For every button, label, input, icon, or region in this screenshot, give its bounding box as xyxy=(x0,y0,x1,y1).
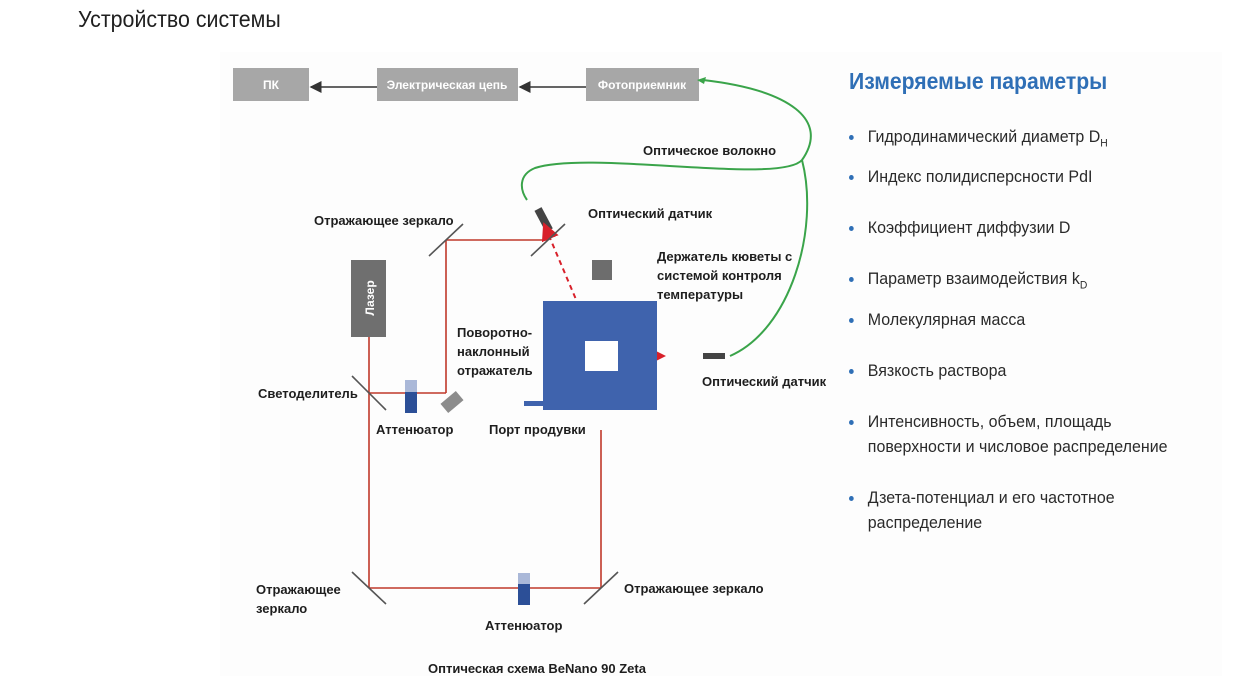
param-item: Гидродинамический диаметр DH xyxy=(849,124,1206,156)
optical-fiber-right xyxy=(729,159,809,357)
param-item: Коэффициент диффузии D xyxy=(849,215,1206,240)
purge-port xyxy=(524,401,544,406)
top-sensor xyxy=(534,207,553,233)
fiber-label: Оптическое волокно xyxy=(643,143,776,158)
right-sensor xyxy=(703,353,725,359)
bullet-icon xyxy=(849,318,854,323)
mirror-bl-label-1: Отражающее xyxy=(256,582,341,597)
bullet-icon xyxy=(849,420,854,425)
bullet-icon xyxy=(849,226,854,231)
param-item: Индекс полидисперсности PdI xyxy=(849,164,1206,189)
param-item: Параметр взаимодействия kD xyxy=(849,266,1206,298)
laser-beam-paths xyxy=(368,239,602,589)
page-title: Устройство системы xyxy=(78,6,281,32)
bullet-icon xyxy=(849,175,854,180)
param-item: Вязкость раствора xyxy=(849,358,1206,383)
tilt-reflector xyxy=(440,390,464,414)
bullet-icon xyxy=(849,496,854,501)
bullet-icon xyxy=(849,369,854,374)
mirror-top-label: Отражающее зеркало xyxy=(314,213,454,228)
mirrors xyxy=(351,223,619,605)
holder-label-2: системой контроля xyxy=(657,268,782,283)
attenuator-1-label: Аттенюатор xyxy=(376,422,454,437)
tilt-label-2: наклонный xyxy=(457,344,530,359)
mirror-bl-label-2: зеркало xyxy=(256,601,307,616)
param-item: Молекулярная масса xyxy=(849,307,1206,332)
circuit-box xyxy=(377,68,518,101)
holder-top-block xyxy=(592,260,612,280)
circuit-label: Электрическая цепь xyxy=(387,78,508,92)
bullet-icon xyxy=(849,277,854,282)
purge-label: Порт продувки xyxy=(489,422,586,437)
optical-scheme-figure xyxy=(220,52,1222,676)
holder-label-1: Держатель кюветы с xyxy=(657,249,792,264)
laser-box xyxy=(351,260,386,337)
detector-box xyxy=(586,68,699,101)
mirror-br-label: Отражающее зеркало xyxy=(624,581,764,596)
bullet-icon xyxy=(849,135,854,140)
param-item: Интенсивность, объем, площадь поверхност… xyxy=(849,409,1206,459)
sensor-top-label: Оптический датчик xyxy=(588,206,713,221)
splitter-label: Светоделитель xyxy=(258,386,358,401)
param-item: Дзета-потенциал и его частотное распреде… xyxy=(849,485,1206,535)
holder-label-3: температуры xyxy=(657,287,743,302)
sensor-right-label: Оптический датчик xyxy=(702,374,827,389)
parameters-title: Измеряемые параметры xyxy=(849,68,1108,94)
optical-fiber xyxy=(520,79,812,201)
cuvette xyxy=(585,341,618,371)
laser-label: Лазер xyxy=(363,280,377,315)
tilt-label-1: Поворотно- xyxy=(457,325,532,340)
attenuator-2-label: Аттенюатор xyxy=(485,618,563,633)
pc-label: ПК xyxy=(263,78,280,92)
detector-label: Фотоприемник xyxy=(598,78,687,92)
tilt-label-3: отражатель xyxy=(457,363,533,378)
scattered-beam-up xyxy=(541,222,601,357)
pc-box xyxy=(233,68,309,101)
parameters-panel: Измеряемые параметры Гидродинамический д… xyxy=(849,68,1229,532)
diagram-caption: Оптическая схема BeNano 90 Zeta xyxy=(428,661,646,676)
